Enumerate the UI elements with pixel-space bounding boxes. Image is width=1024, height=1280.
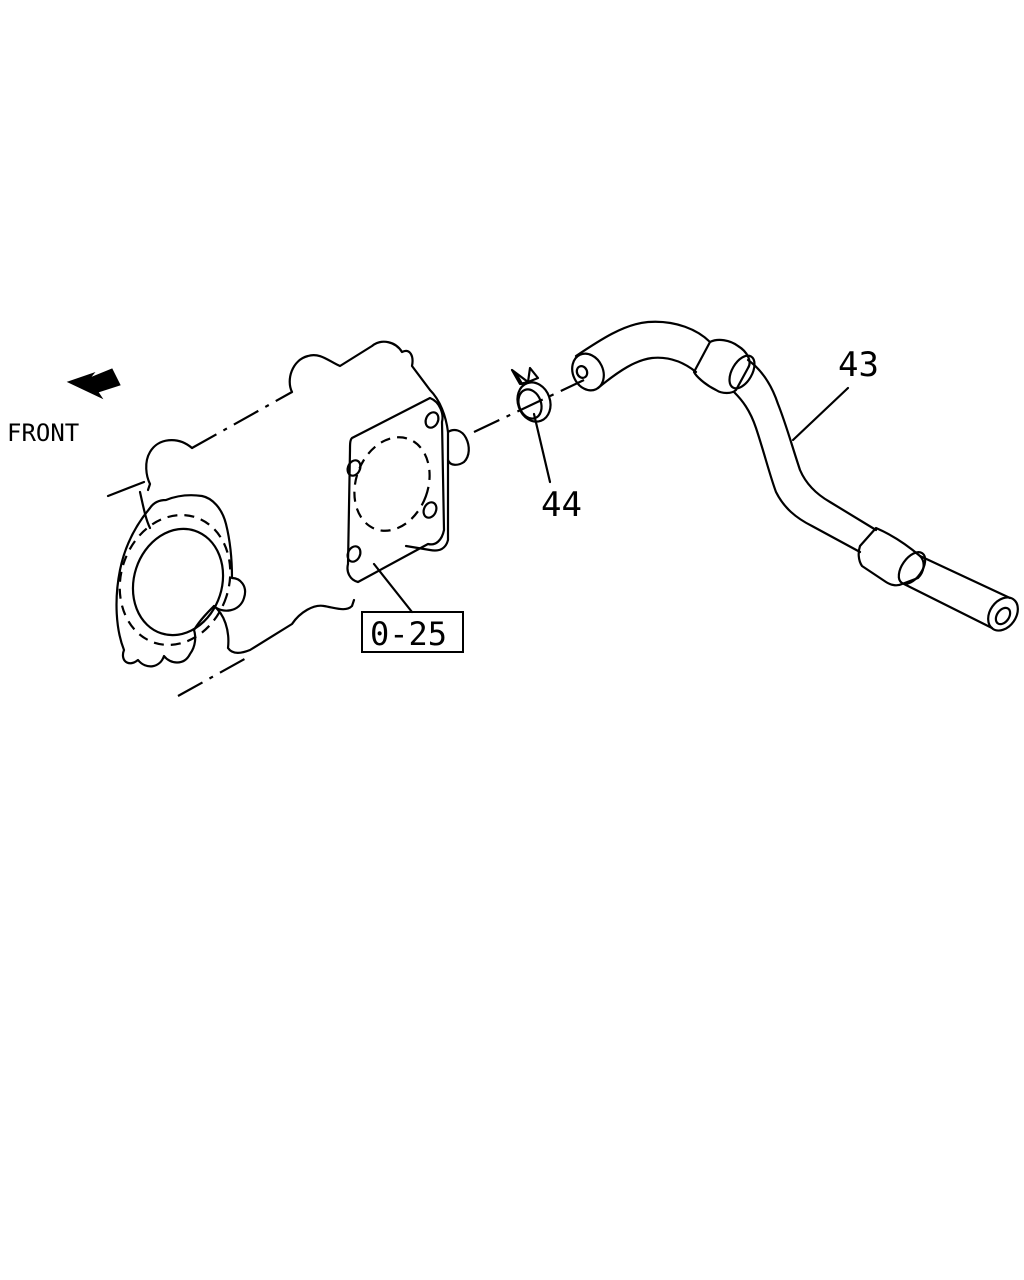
leader-line-reference xyxy=(372,562,414,614)
part-number-44: 44 xyxy=(541,485,582,525)
reference-box xyxy=(361,611,464,653)
front-label: FRONT xyxy=(7,419,79,447)
reference-label: 0-25 xyxy=(370,615,447,653)
connection-centerline xyxy=(473,379,585,433)
leader-line-44 xyxy=(532,412,552,484)
front-arrow-icon xyxy=(66,368,121,400)
leader-line-43 xyxy=(791,386,850,442)
hose-clamp xyxy=(510,366,552,423)
water-hose xyxy=(571,320,1019,632)
part-number-43: 43 xyxy=(838,345,879,385)
engine-block xyxy=(106,340,470,697)
